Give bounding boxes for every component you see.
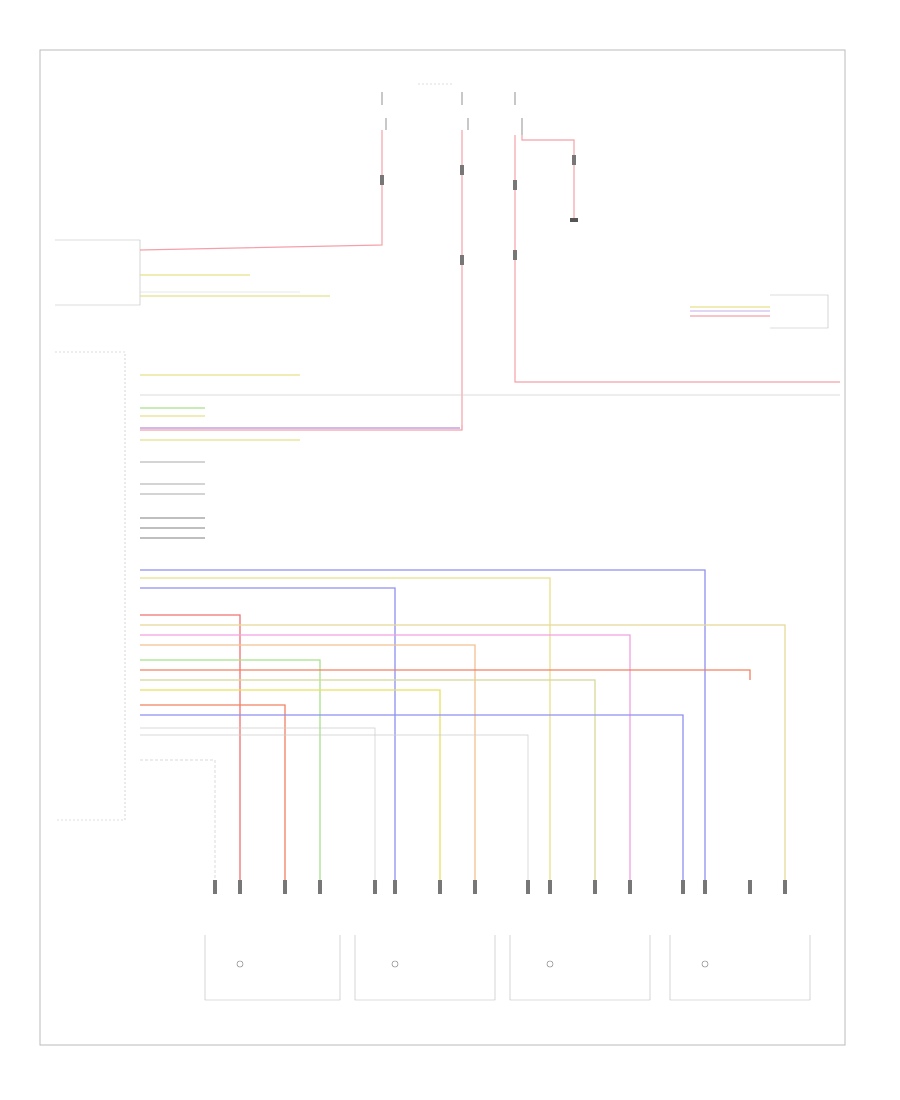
sensor-3 xyxy=(509,935,651,1001)
fuse-3 xyxy=(514,92,523,135)
sensor-1 xyxy=(204,935,341,1001)
feed-wires-top xyxy=(139,130,840,431)
sensor-4 xyxy=(669,935,811,1001)
ground-top xyxy=(570,218,578,222)
fuse-2 xyxy=(461,92,469,130)
sensor-2 xyxy=(354,935,496,1001)
sensor-connector-pins xyxy=(213,880,787,894)
switch-module xyxy=(55,239,141,306)
control-module xyxy=(55,351,126,821)
wire-markers-top xyxy=(380,155,576,265)
switch-module-wires xyxy=(140,274,330,297)
diagram-frame xyxy=(39,49,846,1046)
fuse-1 xyxy=(381,92,387,130)
module-stub-wires xyxy=(140,374,300,539)
sensor-bus-wires xyxy=(140,569,786,880)
right-panel-connector xyxy=(690,294,829,329)
